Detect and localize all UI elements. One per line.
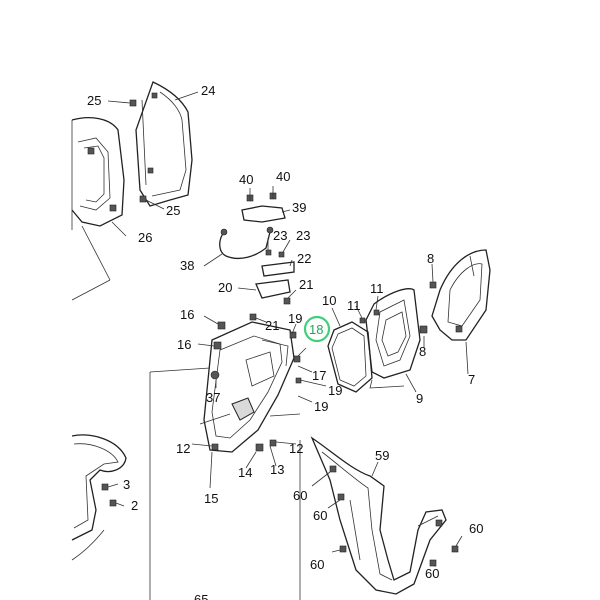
callout-25a: 25: [87, 93, 101, 108]
callout-40a: 40: [239, 172, 253, 187]
callout-40b: 40: [276, 169, 290, 184]
callout-60a: 60: [293, 488, 307, 503]
part-15-inner-box: [199, 321, 302, 453]
callout-14: 14: [238, 465, 252, 480]
part-39-bracket: [241, 186, 291, 223]
callout-11a: 11: [347, 298, 361, 313]
callout-60d: 60: [310, 557, 324, 572]
callout-labels: 25 24 25 26 40 40 39 23 23 38 22 21 20 1…: [87, 83, 483, 600]
callout-10: 10: [322, 293, 336, 308]
callout-7: 7: [468, 372, 475, 387]
callout-18-highlighted: 18: [309, 322, 323, 337]
callout-20: 20: [218, 280, 232, 295]
callout-39: 39: [292, 200, 306, 215]
callout-26: 26: [138, 230, 152, 245]
callout-2: 2: [131, 498, 138, 513]
callout-11b: 11: [370, 281, 384, 296]
leader-lines-top-left: [71, 91, 199, 301]
callout-25b: 25: [166, 203, 180, 218]
callout-16b: 16: [177, 337, 191, 352]
callout-8a: 8: [427, 251, 434, 266]
callout-12a: 12: [176, 441, 190, 456]
part-7-side-panel: [419, 249, 491, 375]
part-24-side-cover: [135, 81, 193, 207]
callout-17: 17: [312, 368, 326, 383]
part-38-wire-lead: [203, 226, 274, 267]
callout-23b: 23: [296, 228, 310, 243]
callout-21a: 21: [299, 277, 313, 292]
callout-12b: 12: [289, 441, 303, 456]
callout-9: 9: [416, 391, 423, 406]
highlight-circle: [303, 315, 331, 343]
callout-23a: 23: [273, 228, 287, 243]
callout-65: 65: [194, 592, 208, 600]
callout-13: 13: [270, 462, 284, 477]
callout-8b: 8: [419, 344, 426, 359]
callout-24: 24: [201, 83, 215, 98]
callout-37: 37: [206, 390, 220, 405]
callout-22: 22: [297, 251, 311, 266]
callout-38: 38: [180, 258, 194, 273]
callout-19c: 19: [314, 399, 328, 414]
callout-59: 59: [375, 448, 389, 463]
part-26-bracket-panel: [71, 117, 125, 230]
callout-60c: 60: [469, 521, 483, 536]
callout-19a: 19: [288, 311, 302, 326]
part-bottom-left-cover: [71, 434, 127, 561]
callout-19b: 19: [328, 383, 342, 398]
callout-60b: 60: [313, 508, 327, 523]
callout-15: 15: [204, 491, 218, 506]
callout-60e: 60: [425, 566, 439, 581]
leader-lines-center: [149, 315, 327, 600]
callout-21b: 21: [265, 318, 279, 333]
callout-3: 3: [123, 477, 130, 492]
part-22-23-stays: [261, 238, 295, 277]
part-9-panel: [355, 288, 421, 393]
part-59-leg-shield: [299, 436, 463, 600]
part-20-21-bracket: [237, 279, 297, 323]
callout-16a: 16: [180, 307, 194, 322]
part-10-gasket: [327, 307, 373, 393]
